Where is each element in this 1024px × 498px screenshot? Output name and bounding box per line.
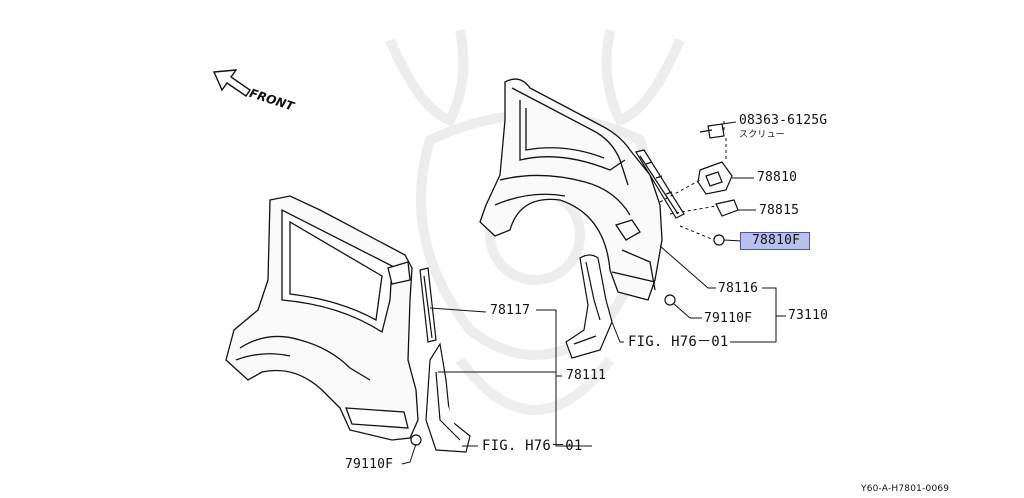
fig-ref-right[interactable]: FIG. H76－01 bbox=[628, 334, 729, 350]
highlight-78810F bbox=[740, 232, 810, 250]
part-label-78810[interactable]: 78810 bbox=[757, 170, 798, 185]
diagram-id: Y60-A-H7801-0069 bbox=[861, 484, 950, 494]
trim-strip-right bbox=[635, 149, 685, 219]
part-label-78111[interactable]: 78111 bbox=[566, 368, 607, 383]
inner-panel-right bbox=[565, 254, 613, 359]
front-arrow-icon bbox=[212, 69, 251, 97]
part-label-78815[interactable]: 78815 bbox=[759, 203, 800, 218]
leader-lines bbox=[401, 120, 786, 465]
part-label-79110F-left[interactable]: 79110F bbox=[345, 457, 394, 472]
inner-panel-left bbox=[410, 342, 471, 453]
part-label-79110F-right[interactable]: 79110F bbox=[704, 311, 753, 326]
part-label-73110[interactable]: 73110 bbox=[788, 308, 829, 323]
screw-caption: スクリュー bbox=[739, 130, 786, 140]
part-label-78810F[interactable]: 78810F bbox=[752, 233, 801, 248]
fig-ref-left[interactable]: FIG. H76－01 bbox=[482, 438, 583, 454]
quarter-panel-left bbox=[225, 195, 419, 441]
part-label-screw[interactable]: 08363-6125G bbox=[739, 113, 828, 128]
trim-strip-left bbox=[419, 267, 437, 343]
part-label-78116[interactable]: 78116 bbox=[718, 281, 759, 296]
quarter-panel-right bbox=[479, 78, 663, 301]
part-label-78117[interactable]: 78117 bbox=[490, 303, 531, 318]
